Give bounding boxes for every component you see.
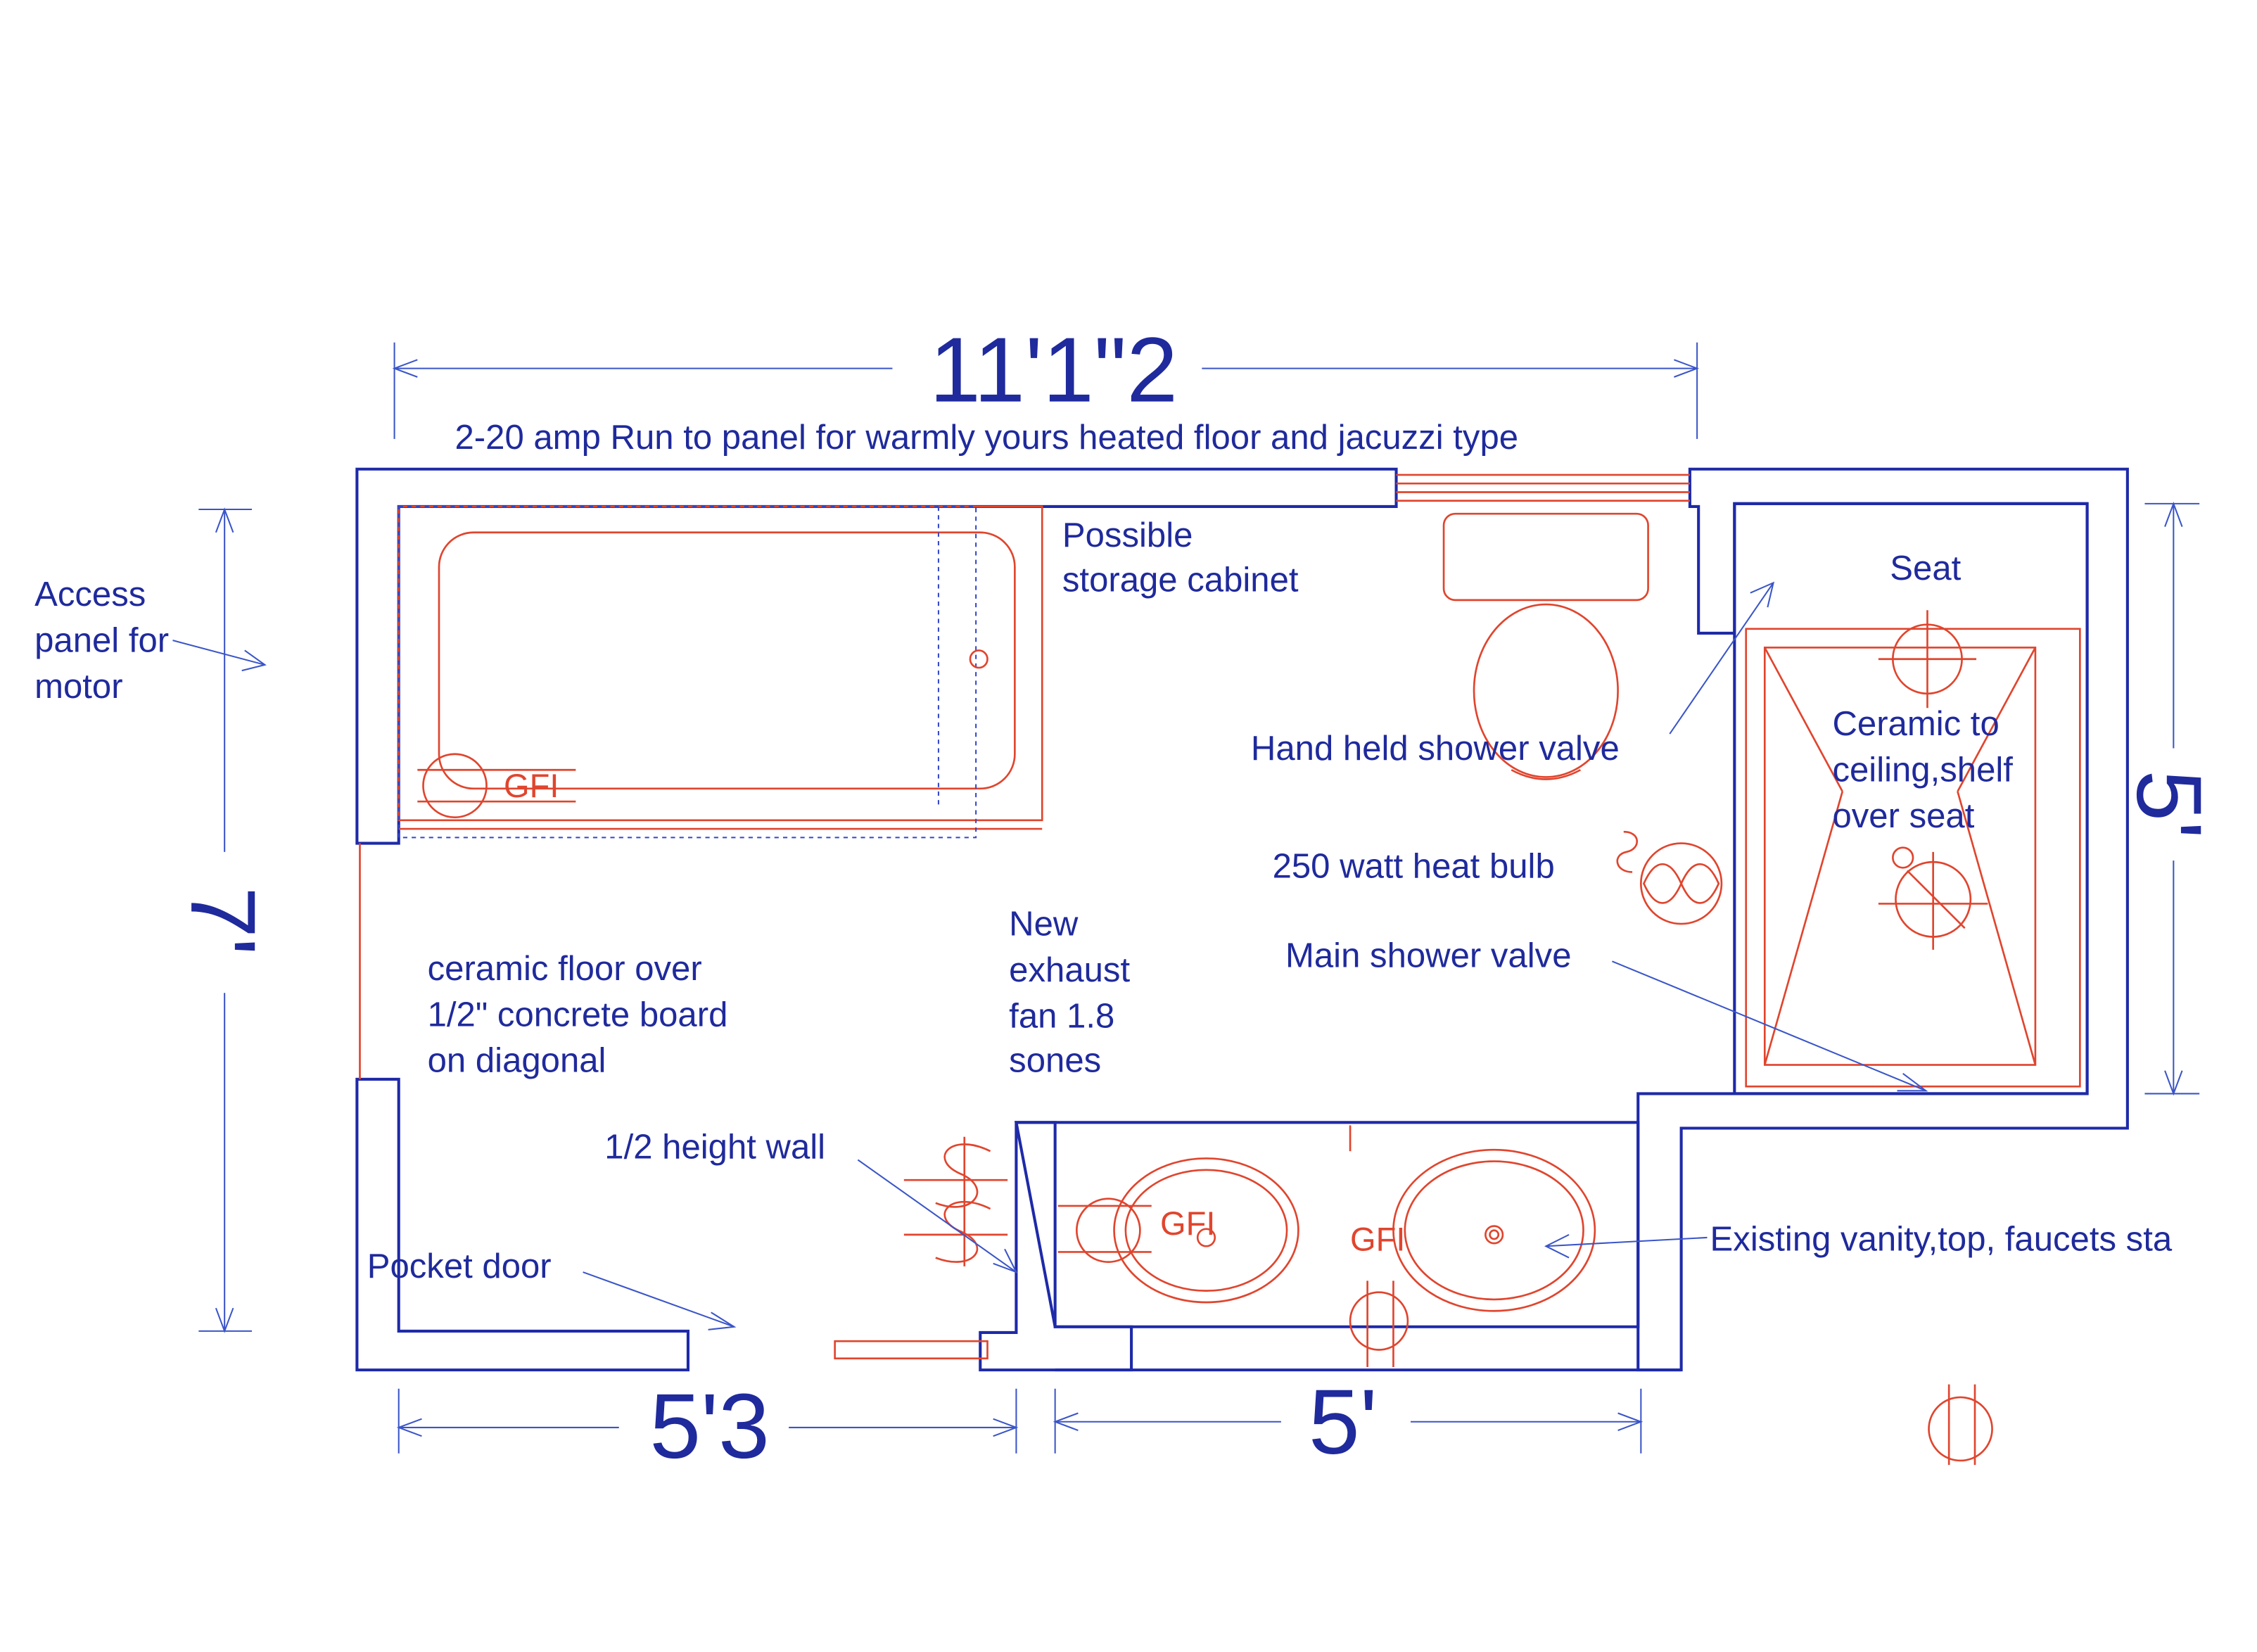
electrical-note: 2-20 amp Run to panel for warmly yours h… [455, 419, 1519, 457]
pocket-door-note: Pocket door [367, 1247, 552, 1285]
storage-cabinet-note: Possible storage cabinet [1062, 516, 1299, 599]
pocket-door-panel [834, 1340, 988, 1360]
main-valve-note: Main shower valve [1285, 936, 1571, 974]
seat-note: Seat [1890, 549, 1961, 587]
svg-text:ceiling,shelf: ceiling,shelf [1832, 751, 2013, 789]
overall-width-dimension: 11'1"2 [929, 318, 1178, 421]
exhaust-fan-note: New exhaust fan 1.8 sones [1009, 905, 1130, 1079]
hand-shower-note: Hand held shower valve [1251, 730, 1620, 768]
shower-pan [1745, 610, 2081, 1088]
vanity-sinks [1057, 1125, 1596, 1312]
jacuzzi-tub [398, 505, 1043, 839]
floor-note: ceramic floor over 1/2" concrete board o… [428, 950, 728, 1080]
access-panel-note: Access panel for motor [34, 576, 169, 706]
shower-depth-dimension: 5' [2118, 770, 2221, 839]
svg-text:Access: Access [34, 576, 146, 614]
dimension-lines [198, 342, 2200, 1454]
half-wall-note: 1/2 height wall [604, 1128, 825, 1166]
vanity-width-dimension: 5' [1309, 1370, 1378, 1473]
wall-left-lower [355, 1077, 689, 1372]
svg-text:New: New [1009, 905, 1079, 943]
svg-text:1/2" concrete board: 1/2" concrete board [428, 996, 728, 1034]
gfi-label-left-sink: GFI [1160, 1205, 1215, 1242]
heat-bulb-note: 250 watt heat bulb [1273, 848, 1555, 886]
svg-text:Ceramic to: Ceramic to [1832, 705, 1999, 743]
vanity-note: Existing vanity,top, faucets sta [1710, 1220, 2173, 1258]
left-room-height-dimension: 7' [172, 887, 275, 955]
walls [355, 467, 2129, 1372]
fixtures [359, 474, 2081, 1466]
svg-text:ceramic floor over: ceramic floor over [428, 950, 702, 988]
svg-text:panel for: panel for [34, 622, 169, 660]
svg-text:exhaust: exhaust [1009, 951, 1130, 989]
gfi-label-right-sink: GFI [1350, 1220, 1405, 1257]
svg-text:motor: motor [34, 668, 122, 706]
svg-text:on diagonal: on diagonal [428, 1042, 606, 1080]
svg-text:fan 1.8: fan 1.8 [1009, 997, 1114, 1035]
ceramic-ceiling-note: Ceramic to ceiling,shelf over seat [1832, 705, 2013, 835]
svg-text:Possible: Possible [1062, 516, 1193, 554]
window [1396, 474, 1690, 502]
leader-arrows [172, 581, 1928, 1330]
left-width-dimension: 5'3 [649, 1374, 770, 1478]
svg-text:over seat: over seat [1832, 797, 1974, 835]
toilet [1442, 512, 1649, 780]
heat-bulb-fixture [1616, 830, 1723, 925]
gfi-label-tub: GFI [504, 767, 559, 804]
electrical-symbols [903, 1136, 1993, 1466]
svg-text:storage cabinet: storage cabinet [1062, 561, 1299, 599]
svg-text:sones: sones [1009, 1042, 1101, 1080]
shower-enclosure [1733, 502, 2089, 1095]
wall-bottom-right [1014, 1121, 1640, 1328]
